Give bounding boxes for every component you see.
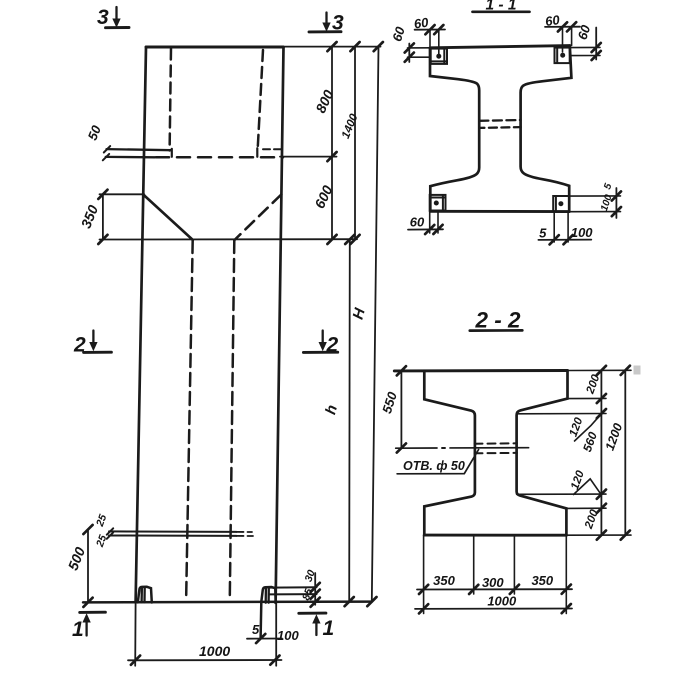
svg-text:2: 2	[73, 334, 86, 357]
svg-text:350: 350	[531, 573, 553, 588]
svg-text:100: 100	[277, 628, 299, 643]
svg-text:60: 60	[544, 12, 561, 29]
svg-text:2 - 2: 2 - 2	[474, 308, 521, 333]
svg-text:100: 100	[599, 193, 615, 213]
svg-text:25: 25	[94, 513, 110, 529]
svg-text:1400: 1400	[340, 112, 361, 141]
svg-text:100: 100	[571, 225, 593, 240]
svg-text:60: 60	[389, 24, 408, 43]
svg-text:50: 50	[85, 123, 105, 143]
svg-text:200: 200	[584, 373, 602, 397]
svg-text:60: 60	[575, 22, 594, 41]
svg-text:h: h	[322, 403, 341, 416]
svg-text:H: H	[350, 305, 370, 321]
svg-text:1200: 1200	[603, 421, 626, 452]
svg-text:ОТВ. ф 50: ОТВ. ф 50	[403, 459, 465, 473]
svg-text:5: 5	[602, 182, 614, 191]
svg-text:350: 350	[433, 573, 455, 588]
svg-text:30: 30	[303, 568, 318, 583]
svg-text:5: 5	[252, 622, 260, 637]
svg-text:3: 3	[332, 12, 344, 35]
svg-text:560: 560	[580, 430, 600, 454]
svg-text:1: 1	[323, 617, 335, 640]
svg-text:2: 2	[326, 334, 339, 357]
svg-text:120: 120	[568, 416, 586, 439]
svg-text:3: 3	[97, 6, 109, 29]
svg-text:60: 60	[413, 15, 430, 32]
svg-text:5: 5	[539, 225, 547, 240]
svg-text:85: 85	[300, 587, 315, 602]
svg-text:800: 800	[312, 87, 336, 115]
svg-text:500: 500	[65, 545, 89, 573]
svg-text:550: 550	[379, 389, 400, 415]
svg-text:1000: 1000	[487, 594, 517, 609]
svg-text:1 - 1: 1 - 1	[485, 0, 516, 14]
svg-text:350: 350	[78, 203, 102, 231]
svg-text:60: 60	[410, 215, 425, 230]
svg-text:25: 25	[94, 533, 110, 549]
svg-text:300: 300	[482, 575, 504, 590]
svg-text:1: 1	[72, 618, 84, 641]
svg-text:120: 120	[569, 469, 587, 492]
svg-text:1000: 1000	[199, 643, 230, 659]
